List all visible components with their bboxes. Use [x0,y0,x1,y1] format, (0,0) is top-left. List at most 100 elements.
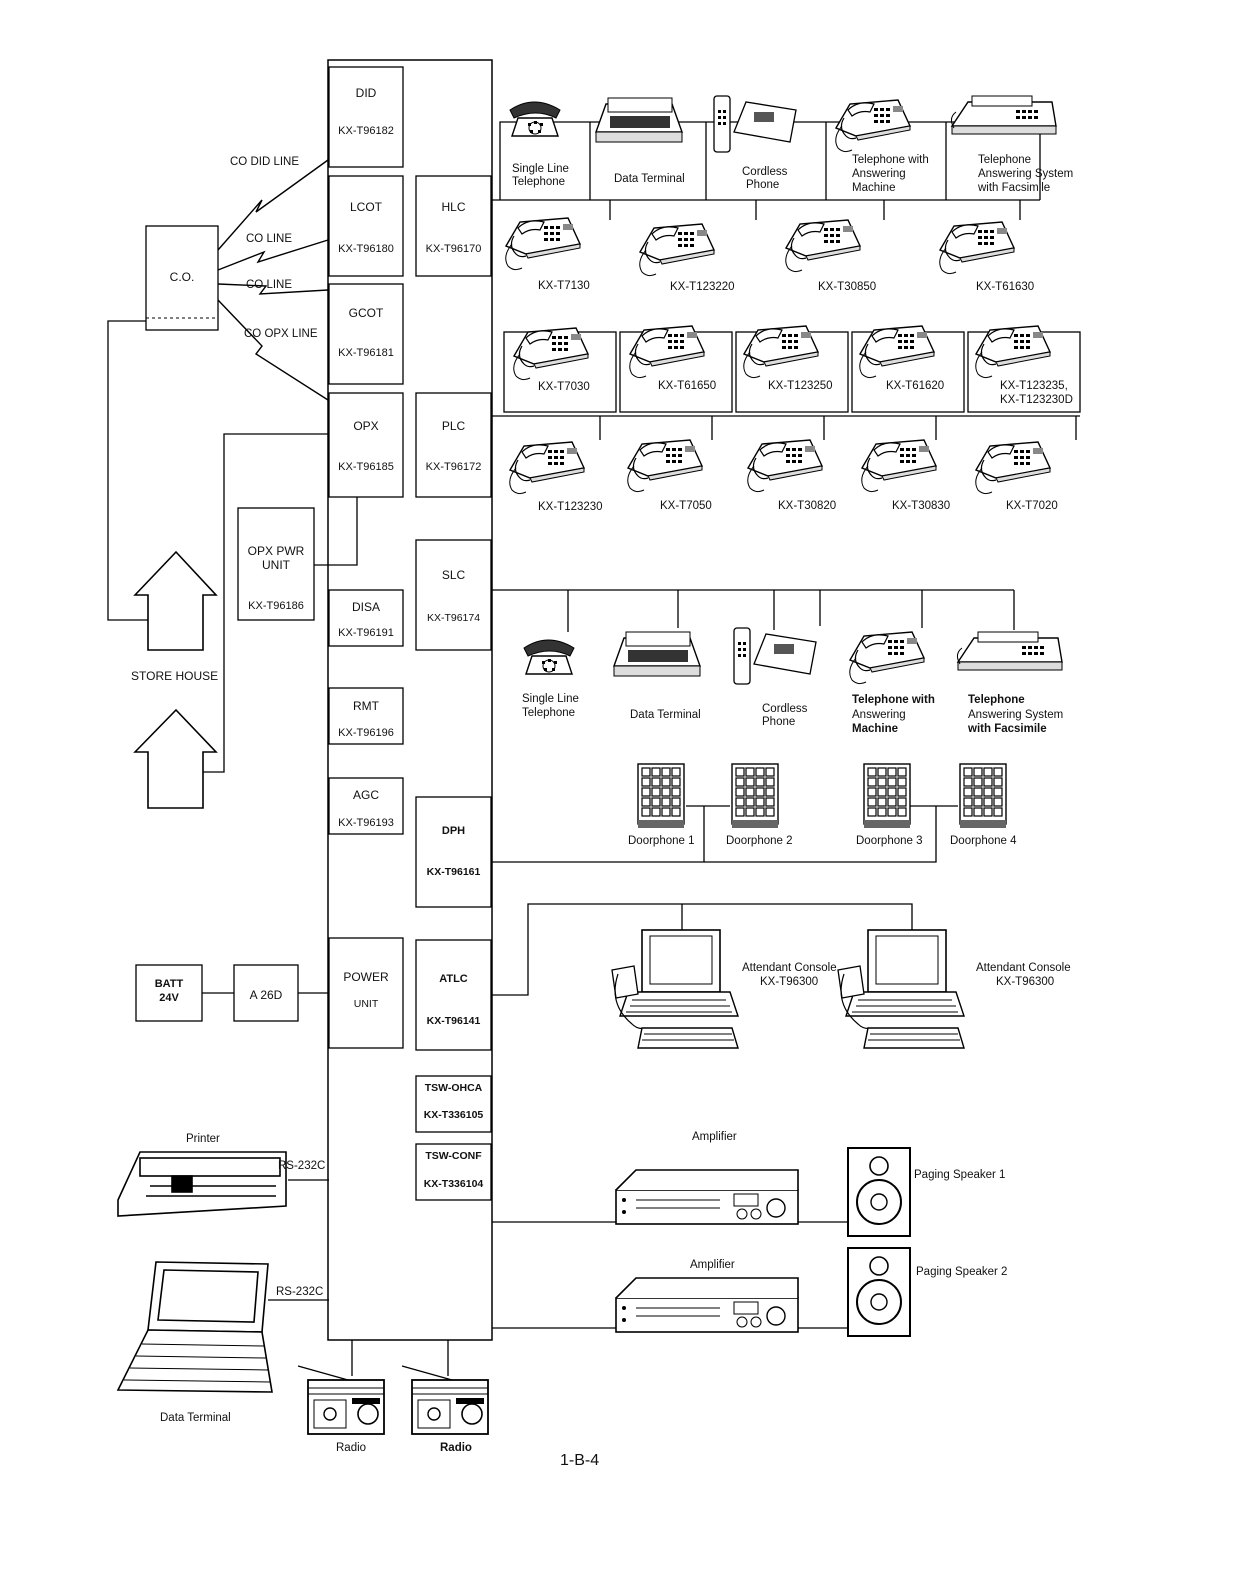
plc-row1-equipment [513,325,1051,381]
doorphone-4-label: Doorphone 4 [950,835,1017,847]
hlc-model-3: KX-T30850 [818,281,877,293]
co-line-label-2: CO LINE [246,279,293,291]
batt-frame [135,964,203,1022]
disa-card-code: KX-T96191 [338,627,394,639]
paging-speaker-1-label: Paging Speaker 1 [914,1169,1006,1181]
gcot-card-code: KX-T96181 [338,347,394,359]
printer-label: Printer [186,1133,220,1145]
plc-model-6: KX-T123230D [1000,394,1073,406]
ohca-card-frame [415,1075,492,1133]
paging-bus [492,1221,848,1329]
agc-card-frame [328,777,404,835]
power-unit-frame [328,937,404,1049]
ohca-card-code: KX-T336105 [423,1109,484,1121]
opx-card-frame [328,392,404,498]
did-card-frame [328,66,404,168]
slc-fax-3: with Facsimile [968,723,1047,735]
doorphone-2-label: Doorphone 2 [726,835,793,847]
page-number: 1-B-4 [560,1452,600,1469]
hlc-tam-1: Telephone with [852,154,929,166]
plc2-model-1: KX-T123230 [538,501,603,513]
atlc-card-frame [415,939,492,1051]
slc-card-code: KX-T96174 [426,612,481,624]
slc-row-equipment [523,627,1063,685]
doorphone-1-label: Doorphone 1 [628,835,695,847]
hlc-row1-equipment [509,95,1057,153]
opx-pwr-name2: UNIT [262,558,290,572]
plc-model-4: KX-T61620 [886,380,945,392]
gcot-card-name: GCOT [348,306,384,320]
slc-single-line-1: Single Line [522,693,579,705]
rmt-card-code: KX-T96196 [338,727,394,739]
slc-single-line-2: Telephone [522,707,576,719]
dph-bus [492,805,958,863]
plc-row2-equipment [509,439,1051,495]
rs232c-label-1: RS-232C [278,1160,326,1172]
lcot-card-frame [328,175,404,277]
conf-card-code: KX-T336104 [423,1178,484,1190]
console-1-name: Attendant Console [742,962,837,974]
radio-label-2: Radio [440,1442,472,1454]
co-label: C.O. [169,270,195,284]
hlc-model-2: KX-T123220 [670,281,735,293]
lcot-card-name: LCOT [349,200,382,214]
opx-pwr-name1: OPX PWR [247,544,305,558]
power-unit-name: POWER [343,970,389,984]
lcot-card-code: KX-T96180 [338,243,394,255]
rmt-card-frame [328,687,404,745]
plc-card-code: KX-T96172 [425,461,482,473]
batt-voltage: 24V [159,992,179,1004]
slc-data-terminal: Data Terminal [630,709,701,721]
hlc-card-code: KX-T96170 [425,243,482,255]
hlc-model-1: KX-T7130 [538,280,590,292]
plc2-model-4: KX-T30830 [892,500,951,512]
plc2-model-3: KX-T30820 [778,500,837,512]
co-line-bolts [217,159,329,401]
plc-model-3: KX-T123250 [768,380,833,392]
storehouse-label: STORE HOUSE [131,669,219,683]
radio-label-1: Radio [336,1442,367,1454]
plc-model-2: KX-T61650 [658,380,717,392]
agc-card-code: KX-T96193 [338,817,394,829]
disa-card-name: DISA [351,600,380,614]
hlc-fax-1: Telephone [978,154,1032,166]
data-terminal-label-left: Data Terminal [160,1412,231,1424]
hlc-card-name: HLC [441,200,466,214]
hlc-model-4: KX-T61630 [976,281,1035,293]
opx-card-code: KX-T96185 [338,461,394,473]
hlc-tam-3: Machine [852,182,896,194]
paging-speaker-equipment [847,1147,911,1337]
hlc-cordless-1: Cordless [742,166,788,178]
slc-tam-1: Telephone with [852,694,935,706]
slc-bus [492,589,1015,632]
a26d-frame [233,964,299,1022]
doorphone-3-label: Doorphone 3 [856,835,923,847]
hlc-row2-equipment [505,217,1015,277]
amplifier-1-label: Amplifier [692,1131,737,1143]
atlc-card-name: ATLC [439,973,468,985]
power-unit-sub: UNIT [353,998,379,1010]
plc-model-1: KX-T7030 [538,381,590,393]
opx-pwr-frame [237,507,315,621]
did-card-name: DID [355,86,377,100]
hlc-tam-2: Answering [852,168,906,180]
slc-card-name: SLC [441,568,466,582]
hlc-fax-3: with Facsimile [978,182,1051,194]
hlc-cordless-2: Phone [746,179,780,191]
amplifier-2-label: Amplifier [690,1259,735,1271]
slc-tam-2: Answering [852,709,906,721]
a26d-label: A 26D [249,988,283,1002]
hlc-single-line-1: Single Line [512,163,569,175]
atlc-card-code: KX-T96141 [426,1015,481,1027]
slc-card-frame [415,539,492,651]
paging-speaker-2-label: Paging Speaker 2 [916,1266,1008,1278]
doorphone-equipment [637,763,1007,829]
conf-card-name: TSW-CONF [425,1150,482,1162]
batt-label: BATT [154,978,184,990]
hlc-data-terminal: Data Terminal [614,173,685,185]
co-frame [145,225,219,331]
plc-card-name: PLC [441,419,466,433]
hlc-fax-2: Answering System [978,168,1074,180]
